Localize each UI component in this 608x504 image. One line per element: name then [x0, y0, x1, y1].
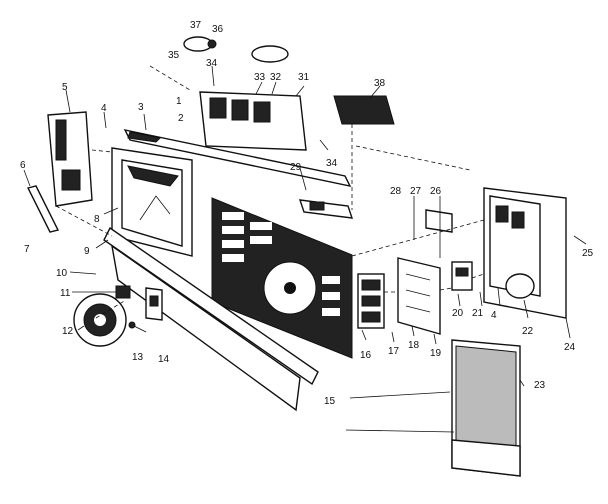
- part-9-bottom-trim: [103, 226, 319, 412]
- callout-19: 19: [430, 348, 442, 359]
- callout-4: 4: [101, 103, 107, 114]
- callout-23: 23: [534, 380, 546, 391]
- callout-7: 7: [24, 244, 30, 255]
- callout-10: 10: [56, 268, 68, 279]
- callout-37: 37: [190, 20, 202, 31]
- callout-24: 24: [564, 342, 576, 353]
- part-15-control-faceplate: [211, 197, 353, 359]
- part-32-socket: [251, 45, 289, 63]
- callout-21: 21: [472, 308, 484, 319]
- callout-28: 28: [390, 186, 402, 197]
- part-13-screw: [128, 321, 147, 333]
- callout-3: 3: [138, 102, 144, 113]
- part-8-console-panel: [111, 147, 193, 257]
- part-20-relay: [451, 261, 473, 291]
- callout-11: 11: [60, 288, 71, 299]
- part-26-relay: [425, 209, 453, 233]
- part-11-clip: [115, 285, 131, 299]
- callout-labels: 1 2 3 4 4 5 6 7 8 9 10 11 12 13 14 15 16…: [20, 20, 594, 407]
- part-5-side-bracket: [47, 111, 93, 207]
- callout-17: 17: [388, 346, 400, 357]
- callout-34b: 34: [326, 158, 338, 169]
- callout-16: 16: [360, 350, 372, 361]
- callout-14: 14: [158, 354, 170, 365]
- assembly-lines: [55, 65, 485, 319]
- part-38-handle: [333, 95, 395, 210]
- callout-18: 18: [408, 340, 420, 351]
- part-3-top-strip: [123, 129, 352, 187]
- callout-1: 1: [176, 96, 182, 107]
- callout-4b: 4: [491, 310, 497, 321]
- part-6-rail: [26, 185, 60, 233]
- callout-13: 13: [132, 352, 144, 363]
- callout-20: 20: [452, 308, 464, 319]
- part-24-back-panel: [483, 187, 567, 319]
- callout-6: 6: [20, 160, 26, 171]
- callout-12: 12: [62, 326, 74, 337]
- callout-25: 25: [582, 248, 594, 259]
- part-31-relay-bank: [199, 91, 307, 151]
- callout-8: 8: [94, 214, 100, 225]
- callout-29: 29: [290, 162, 302, 173]
- part-37-lamp: [183, 36, 217, 52]
- part-29-mount: [298, 199, 354, 219]
- callout-36: 36: [212, 24, 224, 35]
- callout-32: 32: [270, 72, 282, 83]
- part-16-switch-block: [357, 273, 385, 329]
- callout-35: 35: [168, 50, 180, 61]
- callout-31: 31: [298, 72, 310, 83]
- leader-lines: [23, 65, 587, 433]
- callout-2: 2: [178, 113, 184, 124]
- part-12-knob: [73, 293, 127, 347]
- part-23-filter: [451, 339, 521, 477]
- part-18-circuit-board: [397, 257, 441, 335]
- callout-22: 22: [522, 326, 534, 337]
- part-14-switch: [145, 287, 163, 321]
- callout-34: 34: [206, 58, 218, 69]
- callout-38: 38: [374, 78, 386, 89]
- callout-27: 27: [410, 186, 422, 197]
- callout-26: 26: [430, 186, 442, 197]
- callout-15: 15: [324, 396, 336, 407]
- callout-33: 33: [254, 72, 266, 83]
- callout-5: 5: [62, 82, 68, 93]
- callout-9: 9: [84, 246, 90, 257]
